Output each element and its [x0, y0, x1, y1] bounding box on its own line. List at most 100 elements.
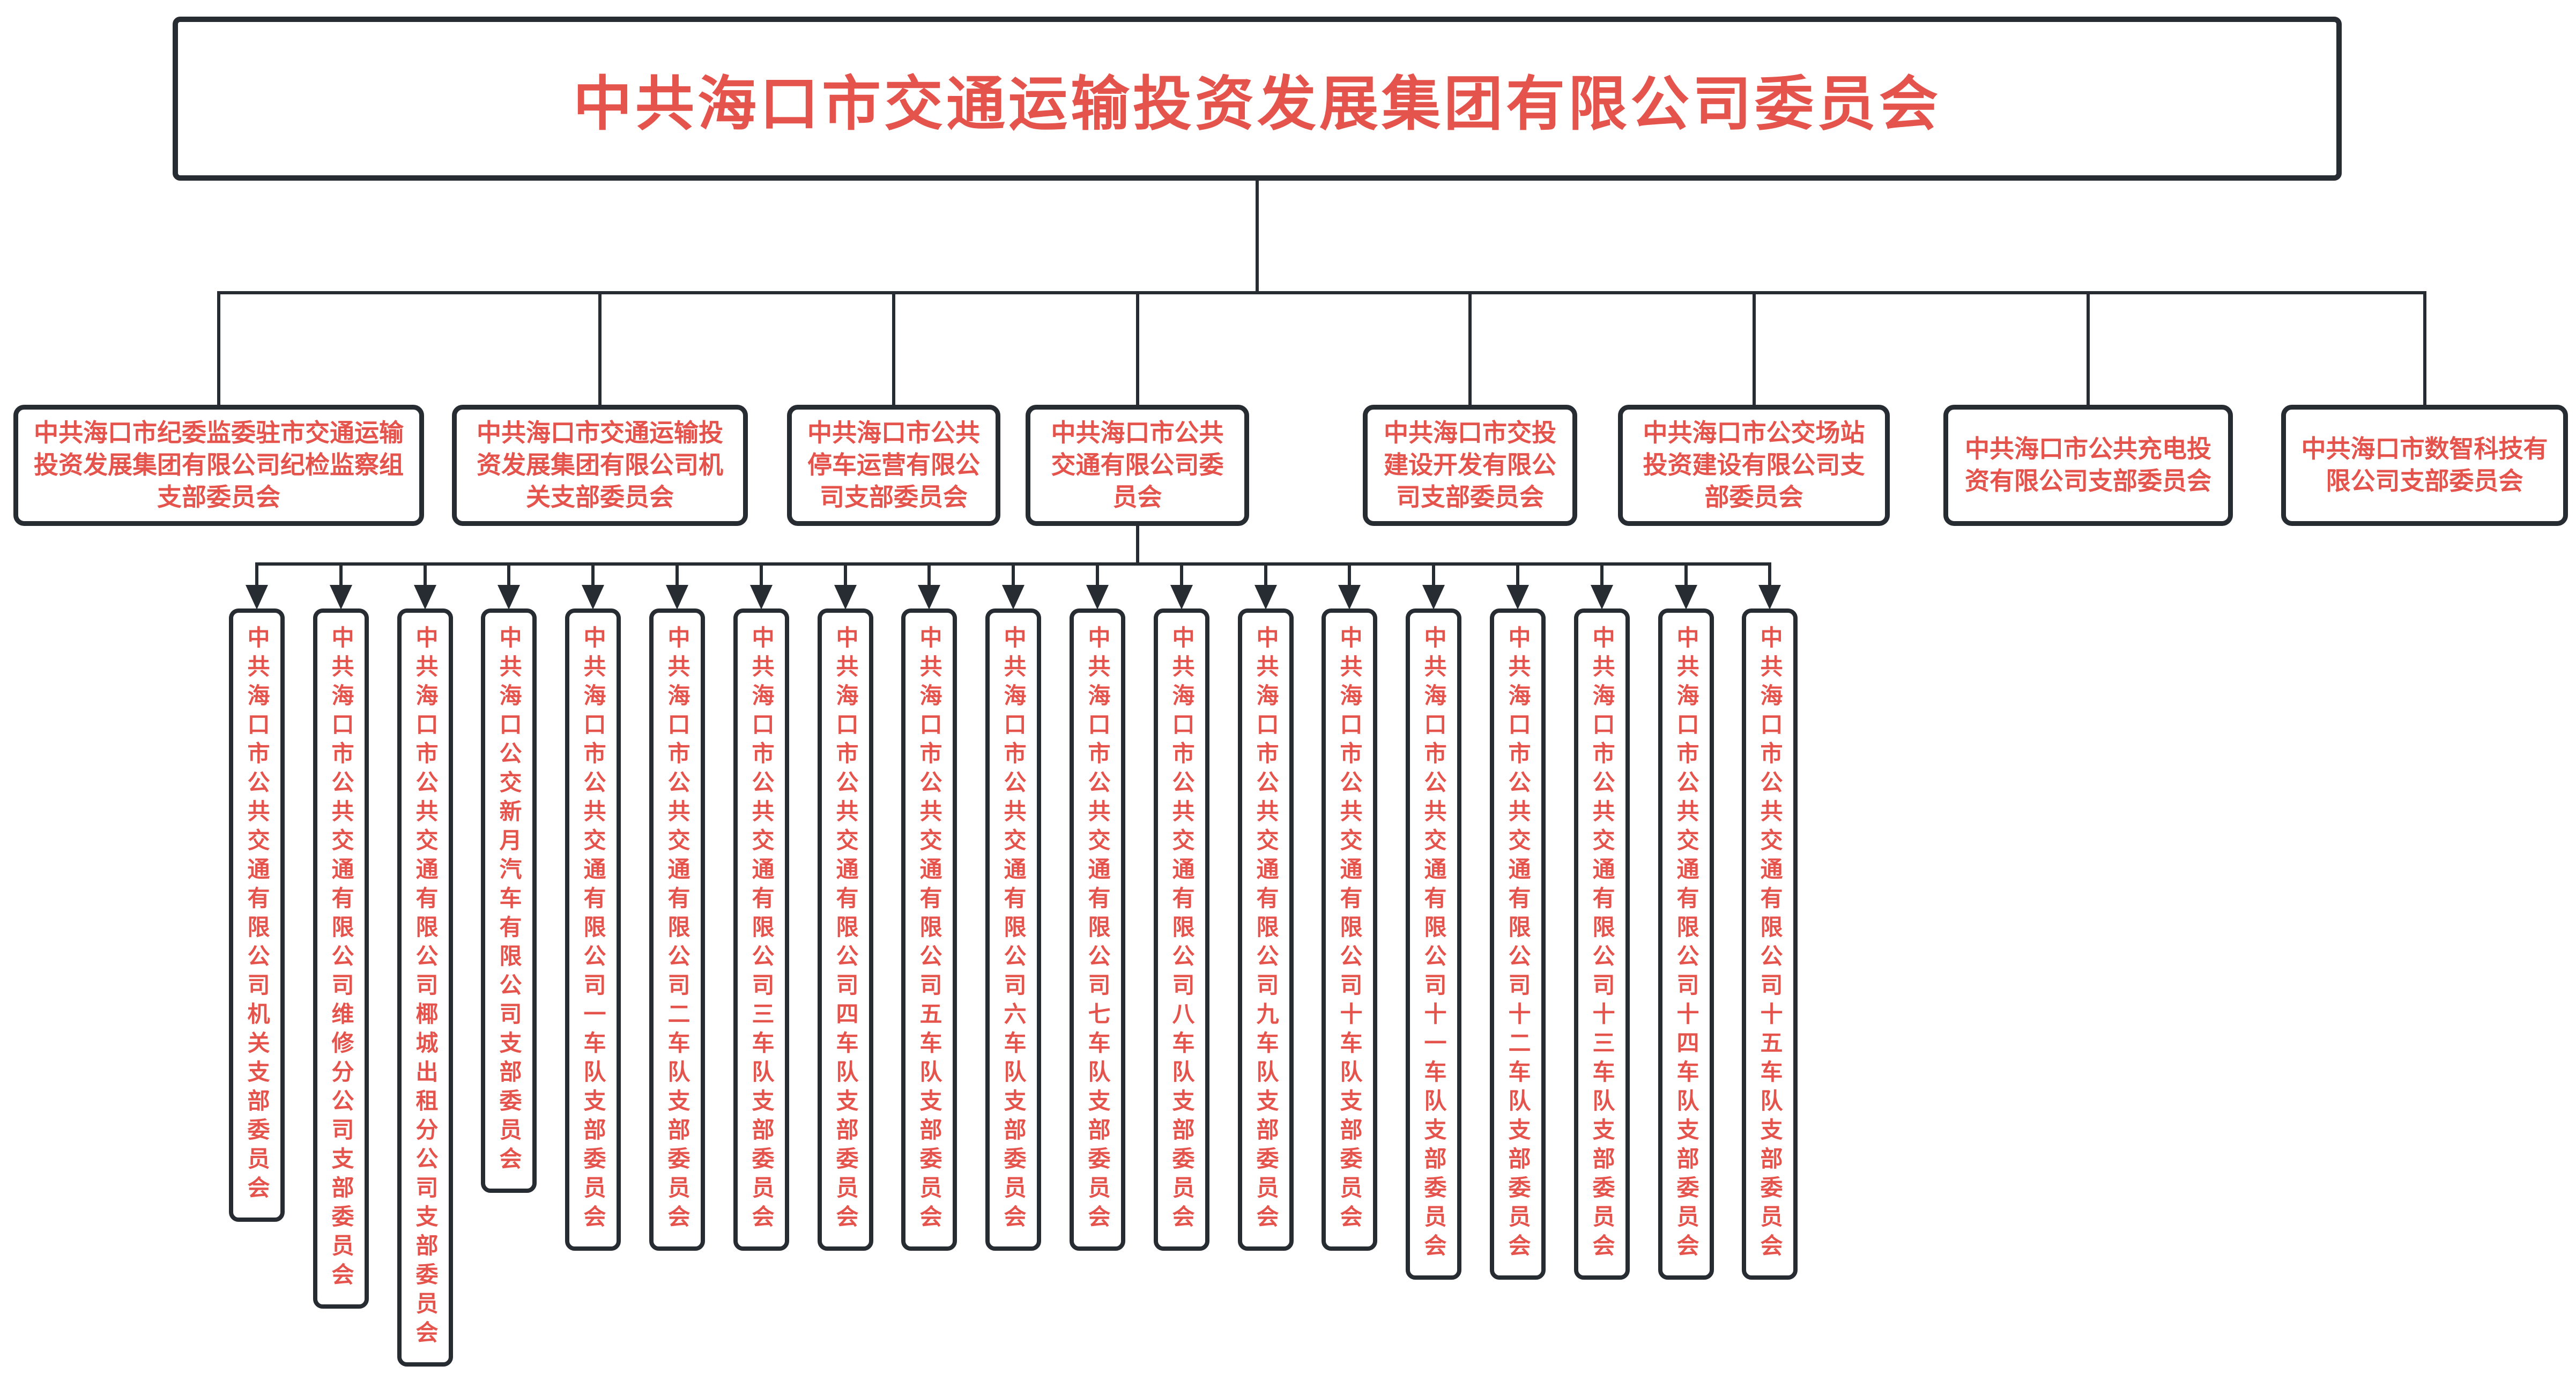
org-node-label: 中共海口市公共交通有限公司十车队支部委员会: [1337, 626, 1363, 1234]
org-node-label: 中共海口市公共交通有限公司二车队支部委员会: [664, 626, 691, 1234]
org-node-root-label: 中共海口市交通运输投资发展集团有限公司委员会: [573, 70, 1941, 138]
connector-vline: [1012, 564, 1015, 587]
connector-vline: [844, 564, 847, 587]
org-node-root[interactable]: 中共海口市交通运输投资发展集团有限公司委员会: [173, 17, 2342, 181]
org-node-label: 中共海口市公共停车运营有限公司支部委员会: [807, 418, 980, 511]
connector-hline: [217, 291, 2426, 294]
org-node-label: 中共海口市公共充电投资有限公司支部委员会: [1965, 434, 2211, 495]
org-node-branch-team-2[interactable]: 中共海口市公共交通有限公司二车队支部委员会: [649, 608, 705, 1251]
org-node-branch-team-9[interactable]: 中共海口市公共交通有限公司九车队支部委员会: [1238, 608, 1294, 1251]
arrow-down-icon: [1506, 585, 1529, 610]
org-node-branch-team-6[interactable]: 中共海口市公共交通有限公司六车队支部委员会: [985, 608, 1041, 1251]
arrow-down-icon: [666, 585, 688, 610]
org-node-label: 中共海口市公共交通有限公司十四车队支部委员会: [1673, 626, 1699, 1263]
org-node-label: 中共海口市公共交通有限公司四车队支部委员会: [833, 626, 859, 1234]
connector-vline: [1180, 564, 1183, 587]
arrow-down-icon: [498, 585, 520, 610]
org-node-branch-team-15[interactable]: 中共海口市公共交通有限公司十五车队支部委员会: [1742, 608, 1798, 1280]
arrow-down-icon: [1002, 585, 1025, 610]
org-node-tingche[interactable]: 中共海口市公共停车运营有限公司支部委员会: [787, 405, 1000, 526]
org-node-label: 中共海口市公共交通有限公司三车队支部委员会: [748, 626, 775, 1234]
org-node-jijian-jiancha[interactable]: 中共海口市纪委监委驻市交通运输投资发展集团有限公司纪检监察组支部委员会: [13, 405, 424, 526]
org-node-label: 中共海口市公共交通有限公司椰城出租分公司支部委员会: [412, 626, 439, 1349]
org-node-branch-team-11[interactable]: 中共海口市公共交通有限公司十一车队支部委员会: [1406, 608, 1461, 1280]
connector-vline: [1264, 564, 1267, 587]
arrow-down-icon: [1338, 585, 1361, 610]
connector-vline: [892, 293, 895, 405]
arrow-down-icon: [330, 585, 352, 610]
connector-vline: [1135, 293, 1139, 405]
arrow-down-icon: [918, 585, 940, 610]
org-node-label: 中共海口市公共交通有限公司五车队支部委员会: [916, 626, 942, 1234]
connector-vline: [1684, 564, 1688, 587]
org-node-label: 中共海口市公共交通有限公司十一车队支部委员会: [1421, 626, 1447, 1263]
org-node-branch-team-13[interactable]: 中共海口市公共交通有限公司十三车队支部委员会: [1574, 608, 1630, 1280]
connector-vline: [927, 564, 931, 587]
connector-vline: [1468, 293, 1472, 405]
org-node-label: 中共海口市公共交通有限公司机关支部委员会: [244, 626, 270, 1205]
org-node-label: 中共海口市交通运输投资发展集团有限公司机关支部委员会: [477, 418, 723, 511]
org-node-gongjiao-committee[interactable]: 中共海口市公共交通有限公司委员会: [1026, 405, 1249, 526]
connector-vline: [1516, 564, 1519, 587]
org-node-label: 中共海口市数智科技有限公司支部委员会: [2301, 434, 2548, 495]
org-node-branch-team-3[interactable]: 中共海口市公共交通有限公司三车队支部委员会: [733, 608, 789, 1251]
connector-vline: [760, 564, 763, 587]
org-node-label: 中共海口市公共交通有限公司维修分公司支部委员会: [328, 626, 354, 1291]
org-node-shuzhi[interactable]: 中共海口市数智科技有限公司支部委员会: [2281, 405, 2568, 526]
org-node-branch-team-12[interactable]: 中共海口市公共交通有限公司十二车队支部委员会: [1490, 608, 1546, 1280]
connector-vline: [1256, 181, 1259, 294]
org-node-jiaotou-jianshe[interactable]: 中共海口市交投建设开发有限公司支部委员会: [1363, 405, 1577, 526]
org-node-chongdian[interactable]: 中共海口市公共充电投资有限公司支部委员会: [1943, 405, 2233, 526]
connector-vline: [255, 564, 258, 587]
org-node-branch-jiguan[interactable]: 中共海口市公共交通有限公司机关支部委员会: [229, 608, 285, 1222]
org-node-branch-team-1[interactable]: 中共海口市公共交通有限公司一车队支部委员会: [565, 608, 621, 1251]
org-node-label: 中共海口市公共交通有限公司十五车队支部委员会: [1757, 626, 1783, 1263]
org-node-branch-xinyue[interactable]: 中共海口公交新月汽车有限公司支部委员会: [481, 608, 537, 1193]
connector-vline: [2423, 293, 2426, 405]
org-node-label: 中共海口市公共交通有限公司一车队支部委员会: [580, 626, 606, 1234]
org-node-changzhan[interactable]: 中共海口市公交场站投资建设有限公司支部委员会: [1618, 405, 1890, 526]
org-node-label: 中共海口市公共交通有限公司八车队支部委员会: [1169, 626, 1195, 1234]
org-node-branch-team-10[interactable]: 中共海口市公共交通有限公司十车队支部委员会: [1322, 608, 1377, 1251]
arrow-down-icon: [582, 585, 604, 610]
org-node-branch-team-4[interactable]: 中共海口市公共交通有限公司四车队支部委员会: [818, 608, 873, 1251]
arrow-down-icon: [1675, 585, 1697, 610]
connector-vline: [675, 564, 679, 587]
org-node-branch-weixiu[interactable]: 中共海口市公共交通有限公司维修分公司支部委员会: [313, 608, 369, 1309]
connector-vline: [591, 564, 595, 587]
connector-vline: [1752, 293, 1756, 405]
org-node-branch-team-7[interactable]: 中共海口市公共交通有限公司七车队支部委员会: [1070, 608, 1125, 1251]
arrow-down-icon: [1254, 585, 1277, 610]
arrow-down-icon: [834, 585, 857, 610]
connector-vline: [507, 564, 510, 587]
arrow-down-icon: [750, 585, 773, 610]
org-node-label: 中共海口市公共交通有限公司六车队支部委员会: [1000, 626, 1027, 1234]
connector-vline: [424, 564, 427, 587]
org-node-label: 中共海口公交新月汽车有限公司支部委员会: [496, 626, 522, 1176]
connector-vline: [1600, 564, 1603, 587]
connector-vline: [1432, 564, 1435, 587]
arrow-down-icon: [1086, 585, 1109, 610]
org-node-branch-team-8[interactable]: 中共海口市公共交通有限公司八车队支部委员会: [1154, 608, 1209, 1251]
org-node-label: 中共海口市公共交通有限公司十三车队支部委员会: [1589, 626, 1615, 1263]
connector-vline: [598, 293, 602, 405]
connector-vline: [217, 293, 220, 405]
org-node-jiguan[interactable]: 中共海口市交通运输投资发展集团有限公司机关支部委员会: [452, 405, 748, 526]
connector-vline: [2087, 293, 2090, 405]
connector-vline: [339, 564, 343, 587]
connector-vline: [1768, 564, 1771, 587]
org-node-label: 中共海口市公交场站投资建设有限公司支部委员会: [1643, 418, 1865, 511]
arrow-down-icon: [246, 585, 268, 610]
arrow-down-icon: [1591, 585, 1613, 610]
arrow-down-icon: [1170, 585, 1193, 610]
org-node-label: 中共海口市公共交通有限公司九车队支部委员会: [1253, 626, 1279, 1234]
connector-vline: [1348, 564, 1351, 587]
connector-vline: [1096, 564, 1099, 587]
org-node-branch-yecheng[interactable]: 中共海口市公共交通有限公司椰城出租分公司支部委员会: [397, 608, 453, 1367]
org-node-label: 中共海口市公共交通有限公司七车队支部委员会: [1085, 626, 1111, 1234]
org-node-branch-team-5[interactable]: 中共海口市公共交通有限公司五车队支部委员会: [901, 608, 957, 1251]
org-node-label: 中共海口市纪委监委驻市交通运输投资发展集团有限公司纪检监察组支部委员会: [34, 418, 404, 511]
arrow-down-icon: [1422, 585, 1445, 610]
org-node-branch-team-14[interactable]: 中共海口市公共交通有限公司十四车队支部委员会: [1658, 608, 1714, 1280]
